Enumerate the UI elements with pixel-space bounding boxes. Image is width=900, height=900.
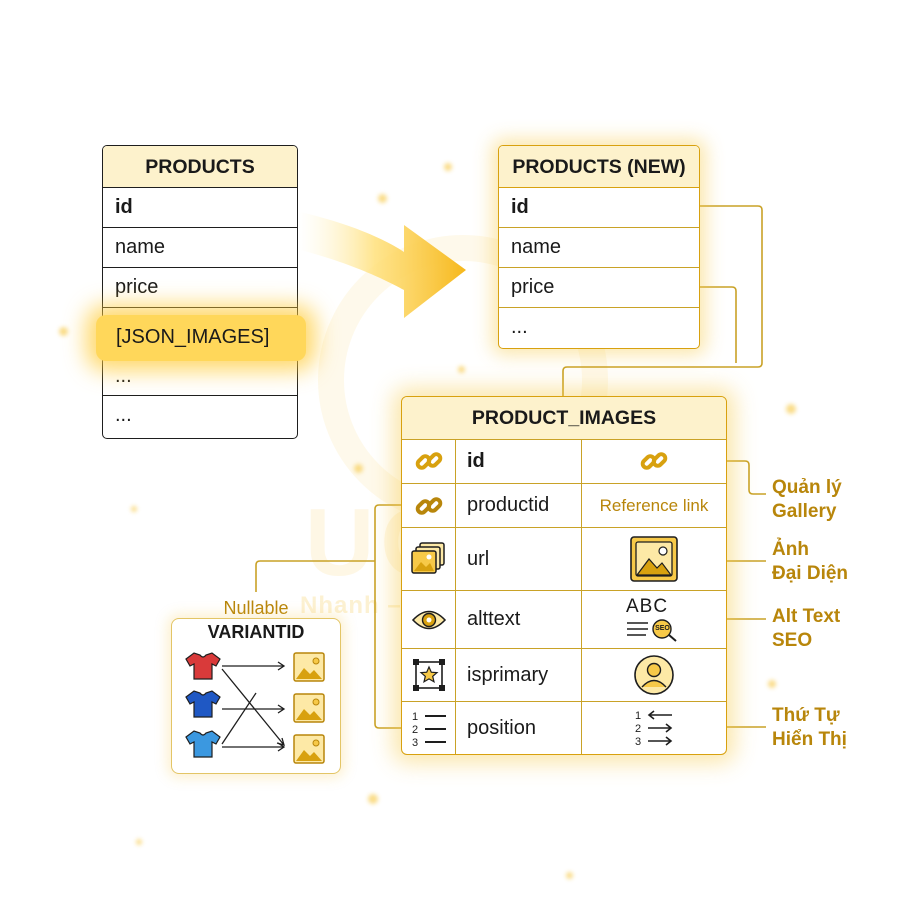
annotation-gallery-line1: Quản lý [772, 477, 842, 498]
shirt-icon [185, 690, 221, 718]
products-table: PRODUCTS id name price ... ... [102, 145, 298, 439]
abc-text: ABC [626, 595, 669, 617]
annotation-gallery-line2: Gallery [772, 501, 837, 522]
annotation-display-order: Thứ Tự Hiển Thị [772, 704, 847, 752]
table-row: productid Reference link [402, 484, 726, 528]
link-icon [640, 452, 668, 470]
annotation-alt-text-line1: Alt Text [772, 606, 841, 627]
products-row-id: id [103, 188, 297, 228]
field-id: id [455, 439, 582, 483]
annotation-alt-text: Alt Text SEO [772, 605, 840, 653]
field-url: url [455, 528, 582, 590]
annotation-primary-image-line1: Ảnh [772, 539, 809, 560]
products-table-title: PRODUCTS [103, 146, 297, 188]
reference-link-label: Reference link [599, 495, 709, 515]
nullable-label: Nullable [223, 598, 289, 618]
field-position: position [455, 702, 582, 754]
field-isprimary: isprimary [455, 649, 582, 701]
svg-text:2: 2 [635, 723, 641, 735]
svg-text:2: 2 [412, 724, 418, 736]
migration-arrow [300, 212, 466, 318]
json-images-highlight [96, 315, 306, 361]
annotation-display-order-line2: Hiển Thị [772, 729, 847, 750]
product-images-table: PRODUCT_IMAGES id productid Reference li… [401, 396, 727, 755]
annotation-gallery: Quản lý Gallery [772, 476, 842, 524]
order-arrows-icon: 123 [635, 710, 673, 748]
shirt-icons [185, 652, 221, 758]
image-icon [630, 536, 678, 582]
table-row: url [402, 528, 726, 591]
shirt-icon [185, 652, 221, 680]
product-images-table-title: PRODUCT_IMAGES [402, 397, 726, 440]
seo-text: SEO [655, 624, 670, 632]
annotation-primary-image: Ảnh Đại Diện [772, 538, 848, 586]
products-new-row-ellipsis: ... [511, 315, 528, 338]
user-avatar-icon [634, 655, 674, 695]
link-icon [415, 496, 442, 515]
products-row-name: name [103, 228, 297, 268]
field-alttext: alttext [455, 591, 582, 648]
eye-icon [411, 610, 446, 629]
table-row: alttext ABC SEO [402, 591, 726, 649]
products-row-ellipsis-2: ... [115, 403, 132, 426]
table-row: id [402, 439, 726, 484]
variant-box [171, 618, 341, 774]
svg-text:3: 3 [635, 736, 641, 748]
table-row: isprimary [402, 649, 726, 702]
products-new-table-title: PRODUCTS (NEW) [499, 146, 699, 188]
shirt-icon [185, 730, 221, 758]
star-frame-icon [412, 659, 445, 691]
link-icon [415, 452, 442, 470]
svg-text:1: 1 [412, 711, 418, 723]
abc-seo-icon: ABC SEO [626, 595, 682, 642]
products-new-row-name: name [499, 228, 699, 268]
annotation-alt-text-line2: SEO [772, 630, 813, 651]
products-row-price: price [103, 268, 297, 308]
svg-text:1: 1 [635, 710, 641, 722]
field-productid: productid [455, 484, 582, 527]
image-stack-icon [410, 542, 445, 574]
products-new-row-id: id [499, 188, 699, 228]
annotation-display-order-line1: Thứ Tự [772, 705, 840, 726]
products-new-table: PRODUCTS (NEW) id name price ... [498, 145, 700, 349]
variant-mapping [185, 652, 325, 764]
variantid-title: VARIANTID [207, 622, 305, 642]
text-lines-icon [627, 618, 677, 642]
json-images-label: [JSON_IMAGES] [116, 326, 270, 348]
svg-text:3: 3 [412, 737, 418, 747]
products-new-row-price: price [499, 268, 699, 308]
ordered-list-icon: 123 [412, 711, 446, 747]
products-row-ellipsis-1: ... [103, 358, 297, 396]
annotation-primary-image-line2: Đại Diện [772, 563, 849, 584]
